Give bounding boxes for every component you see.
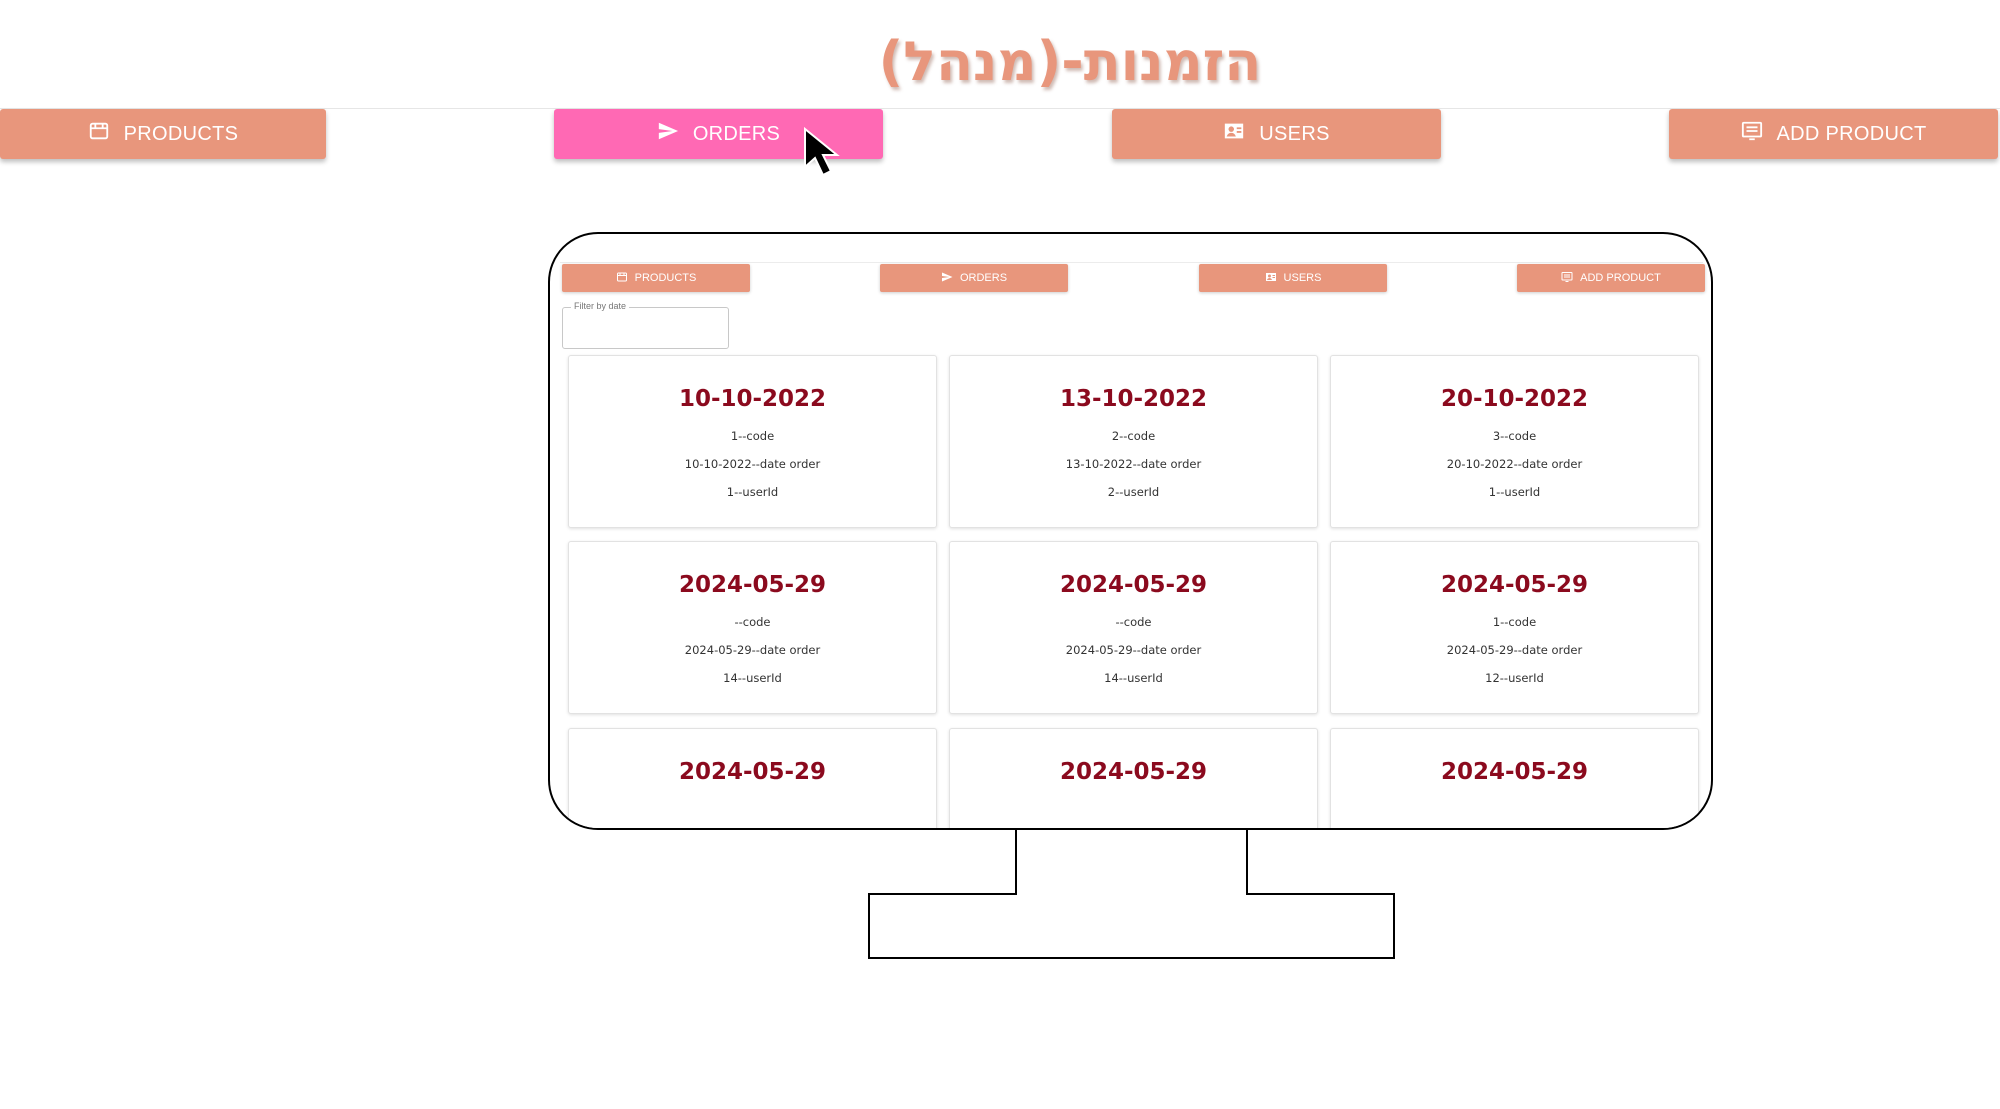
list-box-icon	[1561, 271, 1573, 286]
nav-products-button[interactable]: PRODUCTS	[0, 109, 326, 159]
order-date-order: 2024-05-29--date order	[1065, 643, 1202, 657]
order-code: 2--code	[1111, 429, 1156, 443]
monitor-preview: PRODUCTS ORDERS USERS ADD PRODUCT Filter…	[548, 232, 1713, 830]
order-code: 1--code	[730, 429, 775, 443]
order-user-id: 2--userId	[1107, 485, 1160, 499]
store-icon	[88, 120, 110, 148]
nav-products-label: PRODUCTS	[123, 122, 239, 145]
order-code: --code	[734, 615, 771, 629]
nav-orders-label: ORDERS	[692, 122, 781, 145]
order-code: 3--code	[1492, 429, 1537, 443]
order-user-id: 12--userId	[1485, 671, 1544, 685]
order-date: 2024-05-29	[678, 572, 827, 598]
preview-nav-add-product-button[interactable]: ADD PRODUCT	[1517, 264, 1705, 292]
order-date: 2024-05-29	[678, 759, 827, 785]
header-divider	[0, 108, 2000, 109]
preview-header-divider	[560, 262, 1703, 263]
order-card: 2024-05-29	[568, 728, 937, 828]
nav-add-product-label: ADD PRODUCT	[1776, 122, 1927, 145]
order-date-order: 20-10-2022--date order	[1446, 457, 1583, 471]
monitor-neck	[1015, 830, 1248, 895]
order-date-order: 10-10-2022--date order	[684, 457, 821, 471]
nav-users-button[interactable]: USERS	[1112, 109, 1441, 159]
store-icon	[616, 271, 628, 286]
order-date: 2024-05-29	[1440, 572, 1589, 598]
nav-add-product-button[interactable]: ADD PRODUCT	[1669, 109, 1998, 159]
send-icon	[941, 271, 953, 286]
preview-nav-products-button[interactable]: PRODUCTS	[562, 264, 750, 292]
filter-by-date-label: Filter by date	[571, 301, 630, 311]
preview-nav-users-label: USERS	[1283, 272, 1322, 284]
preview-nav-orders-label: ORDERS	[959, 272, 1008, 284]
monitor-stand	[868, 893, 1395, 959]
order-date: 13-10-2022	[1059, 386, 1208, 412]
order-date: 10-10-2022	[678, 386, 827, 412]
order-user-id: 1--userId	[726, 485, 779, 499]
order-code: 1--code	[1492, 615, 1537, 629]
mouse-cursor-icon	[804, 127, 840, 177]
contact-card-icon	[1223, 120, 1245, 148]
order-date-order: 2024-05-29--date order	[1446, 643, 1583, 657]
order-date-order: 2024-05-29--date order	[684, 643, 821, 657]
preview-nav-orders-button[interactable]: ORDERS	[880, 264, 1068, 292]
send-icon	[657, 120, 679, 148]
order-user-id: 14--userId	[723, 671, 782, 685]
order-card: 2024-05-29 --code 2024-05-29--date order…	[949, 541, 1318, 714]
order-card: 10-10-2022 1--code 10-10-2022--date orde…	[568, 355, 937, 528]
order-date: 2024-05-29	[1440, 759, 1589, 785]
order-card: 2024-05-29 --code 2024-05-29--date order…	[568, 541, 937, 714]
order-date: 2024-05-29	[1059, 572, 1208, 598]
order-card: 20-10-2022 3--code 20-10-2022--date orde…	[1330, 355, 1699, 528]
order-date: 20-10-2022	[1440, 386, 1589, 412]
order-card: 2024-05-29	[1330, 728, 1699, 828]
preview-nav-add-product-label: ADD PRODUCT	[1580, 272, 1661, 284]
order-card: 2024-05-29 1--code 2024-05-29--date orde…	[1330, 541, 1699, 714]
monitor-neck-join	[1017, 891, 1246, 895]
order-user-id: 1--userId	[1488, 485, 1541, 499]
preview-nav-users-button[interactable]: USERS	[1199, 264, 1387, 292]
list-box-icon	[1741, 120, 1763, 148]
order-date-order: 13-10-2022--date order	[1065, 457, 1202, 471]
order-user-id: 14--userId	[1104, 671, 1163, 685]
preview-nav-products-label: PRODUCTS	[634, 272, 697, 284]
page-title: הזמנות-(מנהל)	[878, 30, 1262, 93]
filter-by-date-input[interactable]: Filter by date	[562, 301, 729, 349]
contact-card-icon	[1265, 271, 1277, 286]
order-date: 2024-05-29	[1059, 759, 1208, 785]
nav-users-label: USERS	[1259, 122, 1330, 145]
order-code: --code	[1115, 615, 1152, 629]
order-card: 2024-05-29	[949, 728, 1318, 828]
order-card: 13-10-2022 2--code 13-10-2022--date orde…	[949, 355, 1318, 528]
